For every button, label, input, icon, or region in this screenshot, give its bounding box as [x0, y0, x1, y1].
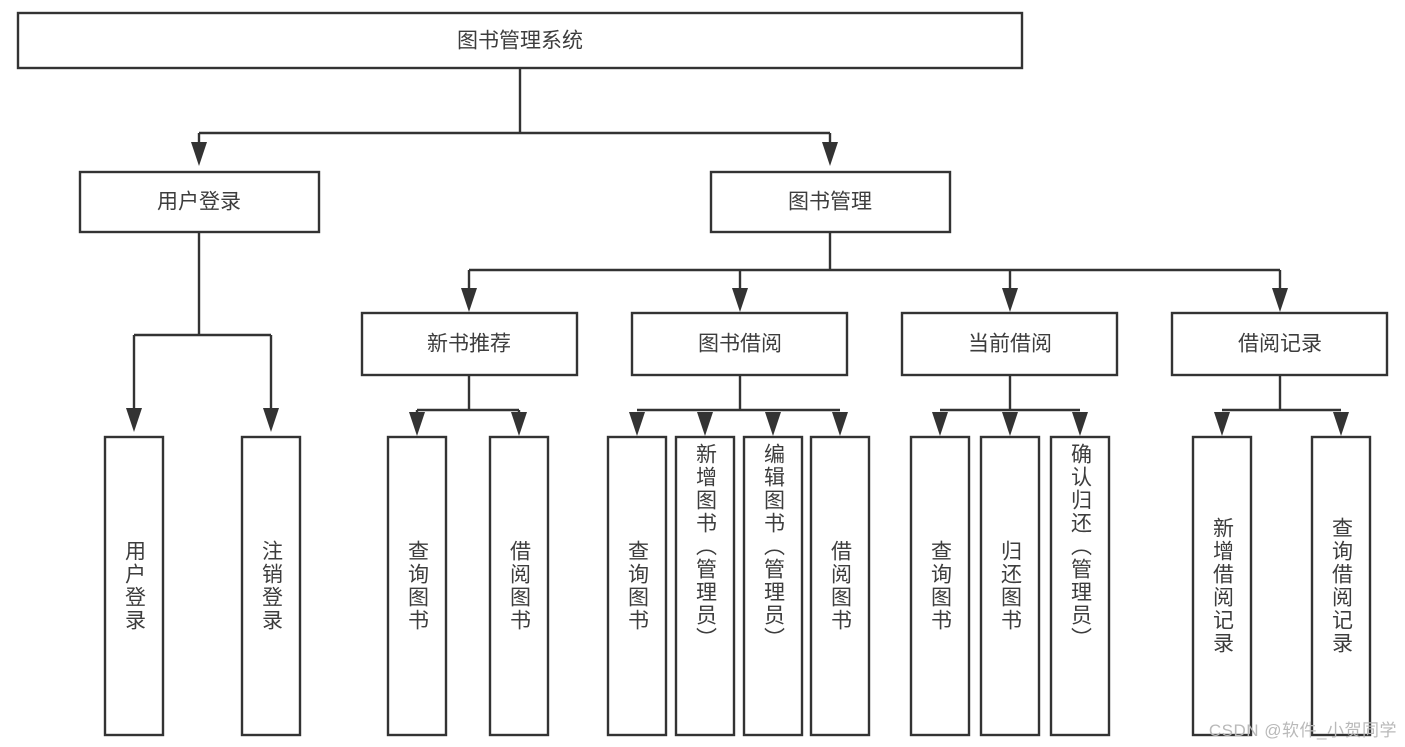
arrow-head-user-login [191, 142, 207, 166]
arrow-head-leaf-query-book-1 [409, 412, 425, 436]
label-borrow-record: 借阅记录 [1238, 333, 1322, 356]
watermark-text: CSDN @软件_小贺同学 [1208, 721, 1397, 740]
node-box-leaf-confirm-return[interactable] [1049, 435, 1111, 737]
node-box-leaf-add-book[interactable] [674, 435, 736, 737]
node-box-leaf-edit-book[interactable] [742, 435, 804, 737]
arrow-head-leaf-borrow-book-2 [832, 412, 848, 436]
arrow-head-book-borrow [732, 288, 748, 312]
node-box-book-manage[interactable] [709, 170, 952, 234]
node-box-leaf-add-record[interactable] [1191, 435, 1253, 737]
arrow-head-borrow-record [1272, 288, 1288, 312]
arrow-head-leaf-add-record [1214, 412, 1230, 436]
arrow-head-current-borrow [1002, 288, 1018, 312]
arrow-head-book-manage [822, 142, 838, 166]
node-box-leaf-return-book[interactable] [979, 435, 1041, 737]
arrow-head-leaf-confirm-return [1072, 412, 1088, 436]
arrow-head-new-book-recommend [461, 288, 477, 312]
label-book-manage: 图书管理 [788, 191, 872, 214]
arrow-head-leaf-query-book-2 [629, 412, 645, 436]
node-box-leaf-logout-login[interactable] [240, 435, 302, 737]
node-box-leaf-borrow-book-1[interactable] [488, 435, 550, 737]
arrow-head-leaf-edit-book [765, 412, 781, 436]
label-new-book-recommend: 新书推荐 [427, 333, 511, 356]
node-box-new-book-recommend[interactable] [360, 311, 579, 377]
node-box-leaf-query-record[interactable] [1310, 435, 1372, 737]
arrow-head-leaf-add-book [697, 412, 713, 436]
node-box-user-login[interactable] [78, 170, 321, 234]
arrow-head-leaf-query-book-3 [932, 412, 948, 436]
connector-group-current-borrow [932, 375, 1088, 436]
label-book-borrow: 图书借阅 [698, 333, 782, 356]
connector-group-book-manage [461, 232, 1288, 312]
connector-group-book-borrow [629, 375, 848, 436]
node-box-leaf-query-book-2[interactable] [606, 435, 668, 737]
arrow-head-leaf-borrow-book-1 [511, 412, 527, 436]
node-box-leaf-query-book-3[interactable] [909, 435, 971, 737]
node-box-leaf-borrow-book-2[interactable] [809, 435, 871, 737]
node-box-current-borrow[interactable] [900, 311, 1119, 377]
node-box-root[interactable] [16, 11, 1024, 70]
arrow-head-leaf-query-record [1333, 412, 1349, 436]
label-root: 图书管理系统 [457, 30, 583, 53]
label-current-borrow: 当前借阅 [968, 333, 1052, 356]
arrow-head-leaf-logout-login [263, 408, 279, 432]
connector-group-borrow-record [1214, 375, 1349, 436]
arrow-head-leaf-return-book [1002, 412, 1018, 436]
node-box-leaf-query-book-1[interactable] [386, 435, 448, 737]
node-box-borrow-record[interactable] [1170, 311, 1389, 377]
connector-group-root [191, 68, 838, 166]
connector-group-user-login [126, 232, 279, 432]
label-user-login: 用户登录 [157, 191, 241, 214]
node-box-leaf-user-login[interactable] [103, 435, 165, 737]
connector-group-new-book-recommend [409, 375, 527, 436]
arrow-head-leaf-user-login [126, 408, 142, 432]
node-box-book-borrow[interactable] [630, 311, 849, 377]
